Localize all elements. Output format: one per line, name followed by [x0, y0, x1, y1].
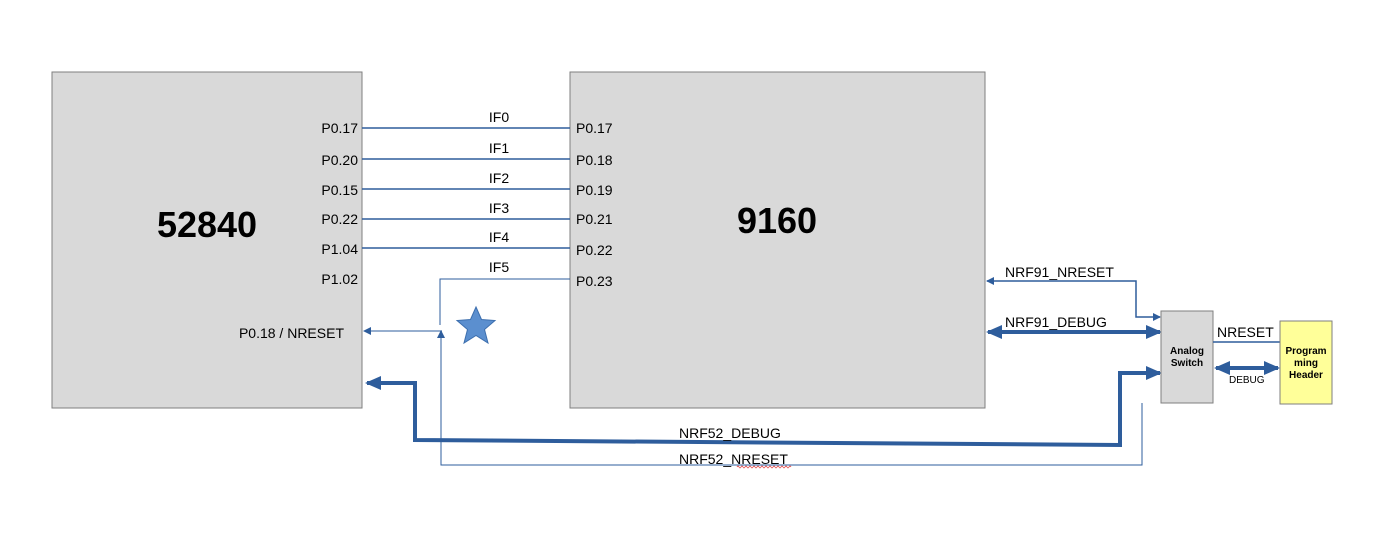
left-pin-label: P0.15	[321, 182, 358, 198]
left-pin-label: P1.02	[321, 271, 358, 287]
right-pin-label: P0.21	[576, 211, 613, 227]
programming-header-line3: Header	[1289, 370, 1323, 381]
interface-label: IF2	[489, 170, 509, 186]
programming-header-box	[1279, 320, 1333, 405]
nrf52-nreset-label: NRF52_NRESET	[679, 451, 788, 467]
left-pin-label: P0.22	[321, 211, 358, 227]
left-pin-label: P1.04	[321, 241, 358, 257]
right-pin-label: P0.19	[576, 182, 613, 198]
interface-label: IF5	[489, 259, 509, 275]
nrf52-nreset-wire	[437, 330, 1143, 466]
if5-wire	[439, 278, 570, 325]
chip-52840-title: 52840	[157, 204, 257, 245]
right-pin-label: P0.22	[576, 242, 613, 258]
programming-header-line2: ming	[1294, 358, 1318, 369]
interface-label: IF3	[489, 200, 509, 216]
star-icon	[455, 305, 497, 345]
analog-switch-label-line1: Analog	[1170, 346, 1204, 357]
left-pin-label: P0.20	[321, 152, 358, 168]
analog-switch-label-line2: Switch	[1171, 358, 1203, 369]
analog-switch-box	[1160, 310, 1214, 404]
interface-label: IF0	[489, 109, 509, 125]
debug-label: DEBUG	[1229, 375, 1265, 386]
programming-header-line1: Program	[1285, 346, 1326, 357]
left-reset-pin-label: P0.18 / NRESET	[239, 325, 344, 341]
nrf91-nreset-wire	[986, 277, 1161, 321]
right-pin-label: P0.17	[576, 120, 613, 136]
chip-9160-box	[569, 71, 986, 409]
chip-9160-title: 9160	[737, 200, 817, 241]
spell-underline	[736, 465, 792, 469]
chip-52840-box	[51, 71, 363, 409]
nrf91-nreset-label: NRF91_NRESET	[1005, 264, 1114, 280]
interface-label: IF1	[489, 140, 509, 156]
interface-label: IF4	[489, 229, 509, 245]
right-pin-label: P0.18	[576, 152, 613, 168]
nreset-label: NRESET	[1217, 324, 1274, 340]
nrf52-debug-label: NRF52_DEBUG	[679, 425, 781, 441]
nrf52-debug-bus	[365, 366, 1162, 448]
nrf91-debug-label: NRF91_DEBUG	[1005, 314, 1107, 330]
right-pin-label: P0.23	[576, 273, 613, 289]
left-pin-label: P0.17	[321, 120, 358, 136]
